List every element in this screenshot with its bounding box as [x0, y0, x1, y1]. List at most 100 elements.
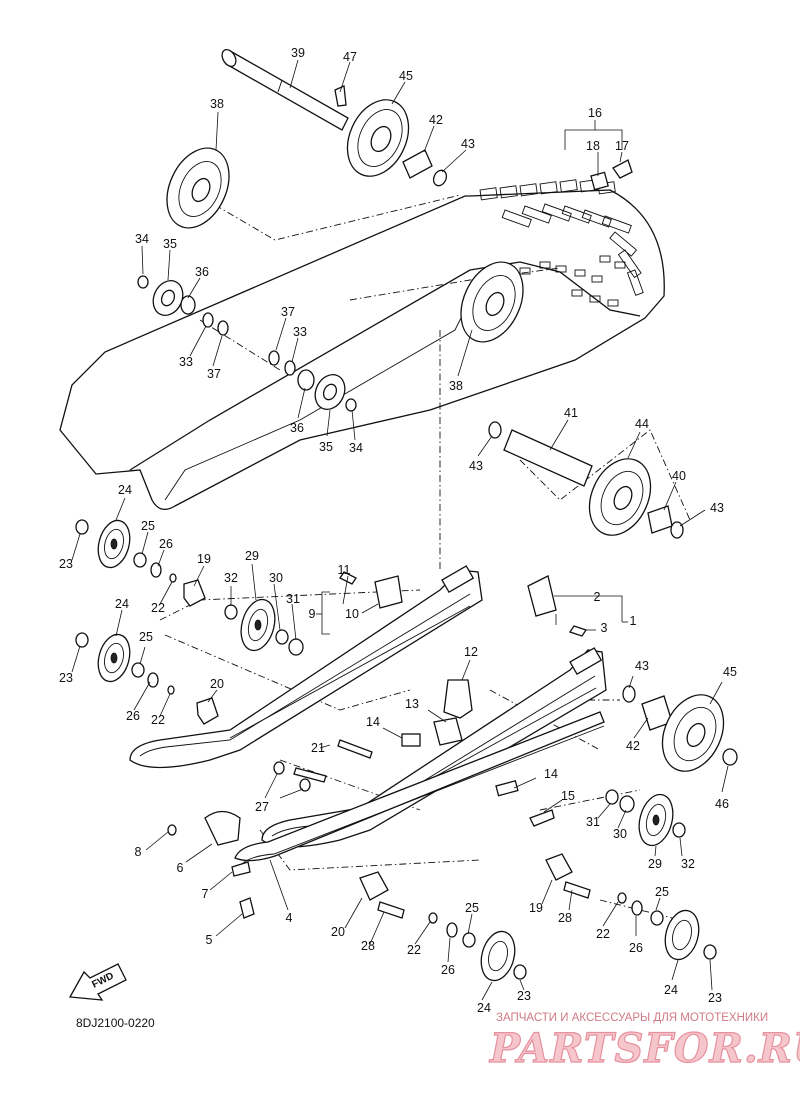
front-axle-assembly [488, 421, 684, 539]
wheel-group-mid-left [75, 632, 219, 725]
callout-c19b: 19 [529, 901, 543, 915]
callout-c25b: 25 [139, 630, 153, 644]
callout-c40: 40 [672, 469, 686, 483]
callout-c5: 5 [206, 933, 213, 947]
callout-c24a: 24 [118, 483, 132, 497]
callout-c6: 6 [177, 861, 184, 875]
callout-c24b: 24 [115, 597, 129, 611]
callout-c35a: 35 [163, 237, 177, 251]
callout-c22d: 22 [596, 927, 610, 941]
callout-c34a: 34 [135, 232, 149, 246]
callout-c34b: 34 [349, 441, 363, 455]
callout-c25a: 25 [141, 519, 155, 533]
callout-c32b: 32 [681, 857, 695, 871]
watermark: ЗАПЧАСТИ И АКСЕССУАРЫ ДЛЯ МОТОТЕХНИКИ PA… [488, 1012, 800, 1073]
fwd-arrow-icon: FWD [68, 963, 127, 1001]
callout-c19a: 19 [197, 552, 211, 566]
track-clips [590, 159, 633, 191]
callout-c38a: 38 [210, 97, 224, 111]
callout-c38b: 38 [449, 379, 463, 393]
callout-c25d: 25 [655, 885, 669, 899]
callout-c26c: 26 [441, 963, 455, 977]
callout-c29b: 29 [648, 857, 662, 871]
watermark-logo: PARTSFOR.RU [489, 1025, 800, 1072]
callout-c36a: 36 [195, 265, 209, 279]
callout-c37a: 37 [207, 367, 221, 381]
callout-c24d: 24 [664, 983, 678, 997]
callout-c43b: 43 [469, 459, 483, 473]
collar-top [402, 149, 448, 187]
callout-c20b: 20 [331, 925, 345, 939]
callout-c41: 41 [564, 406, 578, 420]
callout-c12: 12 [464, 645, 478, 659]
callout-c43d: 43 [635, 659, 649, 673]
callout-c23d: 23 [708, 991, 722, 1005]
callout-c9: 9 [309, 607, 316, 621]
right-rear-wheel [622, 685, 738, 772]
callout-c11: 11 [338, 563, 351, 577]
rear-axle-shaft [221, 48, 349, 131]
callout-c35b: 35 [319, 440, 333, 454]
idler-wheel-left-top [166, 147, 230, 229]
callout-c7: 7 [202, 887, 209, 901]
center-wheel-left [224, 598, 304, 656]
bolts [273, 571, 588, 827]
callout-c13: 13 [405, 697, 419, 711]
callout-c23a: 23 [59, 557, 73, 571]
leader-lines [71, 59, 729, 1001]
callout-c15: 15 [561, 789, 575, 803]
wheel-group-upper-left [75, 519, 206, 607]
callout-c27: 27 [255, 800, 269, 814]
callout-c23c: 23 [517, 989, 531, 1003]
callout-c33a: 33 [179, 355, 193, 369]
assembly-lines [159, 194, 691, 921]
rear-idler-wheel-top [346, 99, 410, 177]
callout-c44: 44 [635, 417, 649, 431]
callout-c3: 3 [601, 621, 608, 635]
callout-c28a: 28 [361, 939, 375, 953]
callout-c42a: 42 [429, 113, 443, 127]
callout-c28b: 28 [558, 911, 572, 925]
callout-c26a: 26 [159, 537, 173, 551]
watermark-tagline: ЗАПЧАСТИ И АКСЕССУАРЫ ДЛЯ МОТОТЕХНИКИ [496, 1012, 768, 1024]
callout-c43c: 43 [710, 501, 724, 515]
callout-c39: 39 [291, 46, 305, 60]
callout-c10: 10 [345, 607, 359, 621]
callout-c42b: 42 [626, 739, 640, 753]
callout-c43a: 43 [461, 137, 475, 151]
callout-c22c: 22 [407, 943, 421, 957]
callout-c31a: 31 [286, 592, 300, 606]
callout-c45a: 45 [399, 69, 413, 83]
callout-c47: 47 [343, 50, 357, 64]
callout-c32a: 32 [224, 571, 238, 585]
callout-c4: 4 [286, 911, 293, 925]
callout-c22a: 22 [151, 601, 165, 615]
callout-c14b: 14 [544, 767, 558, 781]
lower-wheel-assemblies [359, 853, 717, 982]
callout-c26b: 26 [126, 709, 140, 723]
callout-c33b: 33 [293, 325, 307, 339]
slide-rail-left [129, 565, 483, 769]
diagram-code: 8DJ2100-0220 [76, 1016, 155, 1030]
callout-c14a: 14 [366, 715, 380, 729]
callout-c17: 17 [615, 139, 629, 153]
rail-brackets [374, 575, 557, 797]
callout-c16: 16 [588, 106, 602, 120]
callout-c30b: 30 [613, 827, 627, 841]
right-center-wheel [605, 789, 686, 847]
callout-c46: 46 [715, 797, 729, 811]
callout-c24c: 24 [477, 1001, 491, 1015]
callout-c18: 18 [586, 139, 600, 153]
rail-end-parts [167, 810, 255, 919]
callout-c45b: 45 [723, 665, 737, 679]
callout-c2: 2 [594, 590, 601, 604]
callout-c22b: 22 [151, 713, 165, 727]
callout-c31b: 31 [586, 815, 600, 829]
callout-c8: 8 [135, 845, 142, 859]
callout-c25c: 25 [465, 901, 479, 915]
callout-c26d: 26 [629, 941, 643, 955]
callout-c1: 1 [630, 614, 637, 628]
callout-c20a: 20 [210, 677, 224, 691]
